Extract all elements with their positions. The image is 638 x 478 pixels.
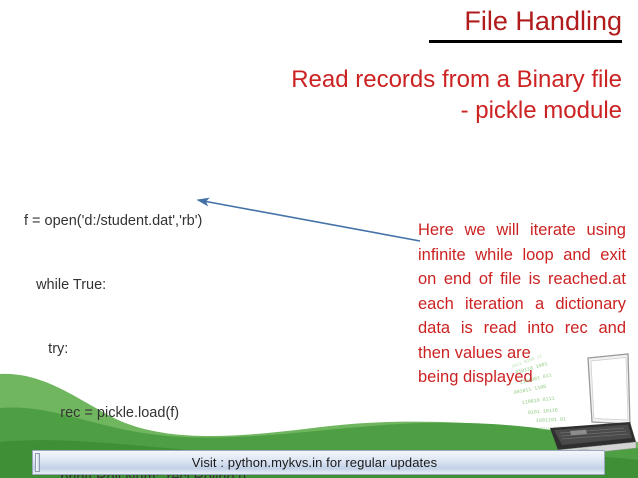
title-underline-rule [429,40,622,43]
code-line: while True: [24,277,107,294]
footer-bar[interactable]: Visit : python.mykvs.in for regular upda… [32,450,605,475]
subtitle-line-2: - pickle module [460,97,622,124]
explanation-body: Here we will iterate using infinite whil… [418,221,626,362]
svg-text:0110 1001: 0110 1001 [540,425,565,432]
subtitle-line-1: Read records from a Binary file [291,66,622,93]
code-line: rec = pickle.load(f) [24,405,180,422]
svg-text:0101 10110: 0101 10110 [528,407,558,416]
svg-text:1001101 01: 1001101 01 [536,416,566,424]
explanation-text-block: Here we will iterate using infinite whil… [418,218,626,390]
code-line: f = open('d:/student.dat','rb') [24,212,203,229]
svg-text:110010 0111: 110010 0111 [521,395,555,406]
title-block: File Handling [300,4,622,43]
explanation-last-line: being displayed [418,368,533,386]
python-code-block: f = open('d:/student.dat','rb') while Tr… [24,168,384,478]
code-line: try: [24,341,69,358]
page-title: File Handling [464,6,622,36]
subtitle-block: Read records from a Binary file - pickle… [140,64,622,126]
footer-text: Visit : python.mykvs.in for regular upda… [191,455,438,470]
